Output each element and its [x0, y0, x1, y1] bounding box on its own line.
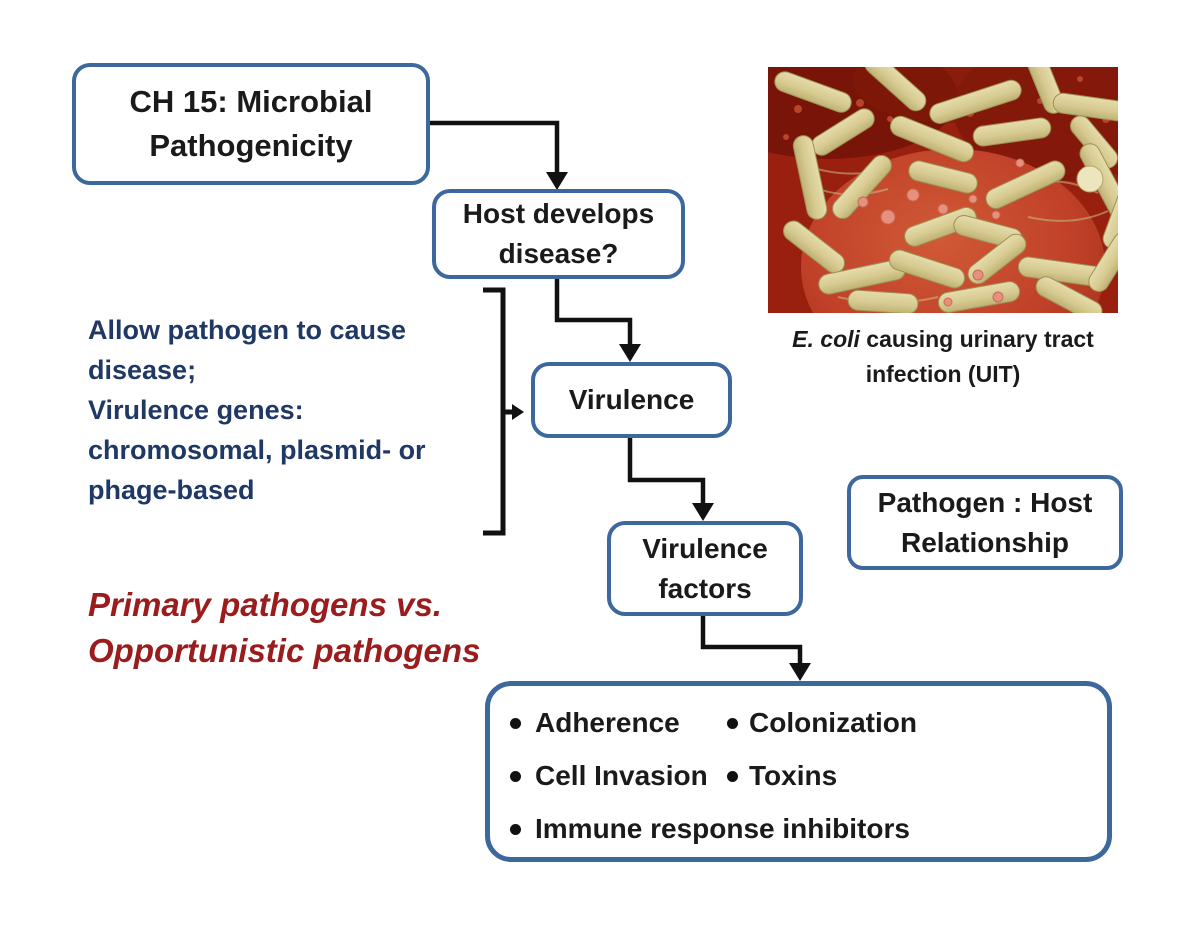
bullet-icon — [727, 770, 738, 782]
bullet-icon — [510, 770, 521, 782]
node-ch15-title: CH 15: Microbial Pathogenicity — [72, 63, 430, 185]
photo-caption-species: E. coli — [792, 326, 860, 352]
photo-caption-rest: causing urinary tract infection (UIT) — [865, 326, 1094, 387]
note-primary-vs-opportunistic: Primary pathogens vs. Opportunistic path… — [88, 586, 481, 669]
bullet-icon — [510, 823, 521, 835]
list-item: Adherence — [510, 707, 680, 738]
list-item: Colonization — [727, 707, 917, 738]
list-item: Toxins — [727, 760, 837, 791]
arrow-factors-to-list — [700, 615, 811, 681]
node-host-develops-disease: Host develops disease? — [432, 189, 685, 279]
node-virulence: Virulence — [531, 362, 732, 438]
arrow-ch15-to-host — [430, 120, 568, 190]
list-item: Immune response inhibitors — [510, 813, 910, 844]
arrow-virulence-to-factors — [627, 437, 714, 521]
ecoli-sem-photo — [768, 67, 1118, 313]
node-pathogen-host-relationship: Pathogen : Host Relationship — [847, 475, 1123, 570]
node-virulence-factors: Virulence factors — [607, 521, 803, 616]
virulence-factors-list-box: Adherence Colonization Cell Invasion Tox… — [485, 681, 1112, 862]
note-virulence-genes: Allow pathogen to cause disease; Virulen… — [88, 315, 426, 505]
bullet-icon — [510, 717, 521, 729]
left-brace — [483, 287, 524, 536]
bullet-icon — [727, 717, 738, 729]
arrow-host-to-virulence — [554, 278, 641, 362]
list-item: Cell Invasion — [510, 760, 708, 791]
photo-caption: E. coli causing urinary tract infection … — [753, 322, 1133, 392]
